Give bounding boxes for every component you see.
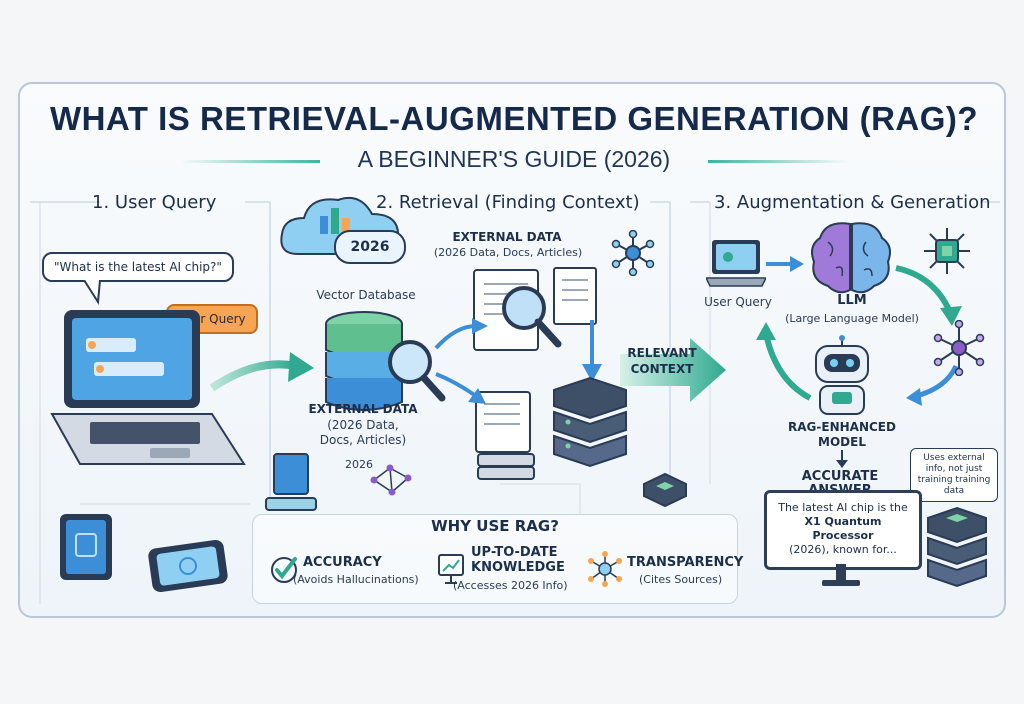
external-data-left-sub1: (2026 Data,: [327, 418, 399, 432]
query-to-llm-arrow-icon: [766, 256, 804, 272]
retrieval-arrow-down-icon: [435, 372, 486, 404]
network-graph-icon: [370, 464, 412, 496]
llm-label: LLM: [837, 293, 867, 308]
up-to-date-title: UP-TO-DATE: [471, 545, 558, 560]
external-info-note: Uses external info, not just training tr…: [910, 448, 998, 502]
bubble-tail-icon: [83, 280, 101, 306]
answer-line-3: (2026), known for...: [789, 543, 897, 556]
external-data-left-title: EXTERNAL DATA: [308, 402, 418, 416]
relevant-label: RELEVANT: [627, 346, 697, 360]
why-title: WHY USE RAG?: [431, 517, 559, 535]
step3-heading: 3. Augmentation & Generation: [714, 192, 991, 213]
external-data-top-title: EXTERNAL DATA: [452, 230, 562, 244]
relevant-context-arrow-icon: [620, 338, 726, 402]
accuracy-sub: (Avoids Hallucinations): [293, 573, 419, 586]
external-data-left-sub2: Docs, Articles): [319, 433, 407, 447]
why-use-rag-panel: WHY USE RAG? ACCURACY (Avoids Hallucinat…: [252, 514, 743, 604]
processor-chip-icon: [924, 228, 970, 274]
transparency-sub: (Cites Sources): [639, 573, 723, 586]
subtitle-rule-left: [180, 160, 320, 163]
rag-model-label-2: MODEL: [818, 435, 866, 449]
answer-monitor: The latest AI chip is the X1 Quantum Pro…: [764, 490, 922, 570]
accuracy-title: ACCURACY: [303, 555, 382, 570]
page-subtitle: A BEGINNER'S GUIDE (2026): [357, 146, 671, 172]
infographic-frame: WHAT IS RETRIEVAL-AUGMENTED GENERATION (…: [18, 82, 1006, 618]
retrieval-arrow-to-server-icon: [582, 320, 602, 382]
vector-database-label: Vector Database: [316, 288, 416, 302]
step2-heading: 2. Retrieval (Finding Context): [376, 192, 640, 213]
transparency-title: TRANSPARENCY: [627, 555, 744, 570]
smartphone-icon: [148, 539, 228, 593]
cloud-year-badge: 2026: [334, 230, 406, 264]
document-stack-icon: [475, 391, 535, 480]
server-stack-icon: [553, 376, 627, 468]
answer-line-1: The latest AI chip is the: [778, 501, 908, 514]
monitor-stand-icon: [822, 564, 860, 586]
knowledge-title: KNOWLEDGE: [471, 560, 565, 575]
brain-llm-icon: [811, 222, 891, 294]
answer-line-2: X1 Quantum Processor: [804, 515, 882, 542]
presentation-chart-icon: [438, 554, 464, 584]
retrieval-arrow-up-icon: [434, 318, 488, 350]
context-label: CONTEXT: [630, 362, 694, 376]
year-label: 2026: [345, 458, 373, 471]
answer-server-icon: [927, 506, 987, 588]
query-speech-bubble: "What is the latest AI chip?": [42, 252, 234, 282]
rag-model-label-1: RAG-ENHANCED: [788, 420, 896, 434]
llm-subtitle: (Large Language Model): [785, 312, 919, 325]
step1-heading: 1. User Query: [92, 192, 217, 213]
tablet-icon: [60, 514, 112, 580]
check-icon: [271, 557, 297, 583]
down-arrow-icon: [836, 450, 848, 468]
chip-icon: [643, 472, 687, 508]
laptop-icon: [50, 310, 246, 465]
generation-cycle-arrows: [756, 265, 962, 406]
step3-user-query-label: User Query: [704, 295, 772, 309]
transparency-network-icon: [588, 551, 622, 587]
monitor-stack-icon: [265, 453, 317, 511]
connector-lines: [30, 201, 1000, 604]
user-laptop-icon: [706, 240, 766, 287]
external-data-top-sub: (2026 Data, Docs, Articles): [433, 246, 583, 259]
vector-database-icon: [325, 311, 446, 411]
page-title: WHAT IS RETRIEVAL-AUGMENTED GENERATION (…: [49, 100, 979, 137]
robot-model-icon: [815, 335, 869, 415]
document-search-icon: [473, 267, 597, 351]
network-node-icon: [611, 230, 655, 276]
flow-arrow-icon: [209, 352, 314, 392]
network-hub-icon: [933, 320, 985, 376]
up-to-date-sub: (Accesses 2026 Info): [453, 579, 568, 592]
